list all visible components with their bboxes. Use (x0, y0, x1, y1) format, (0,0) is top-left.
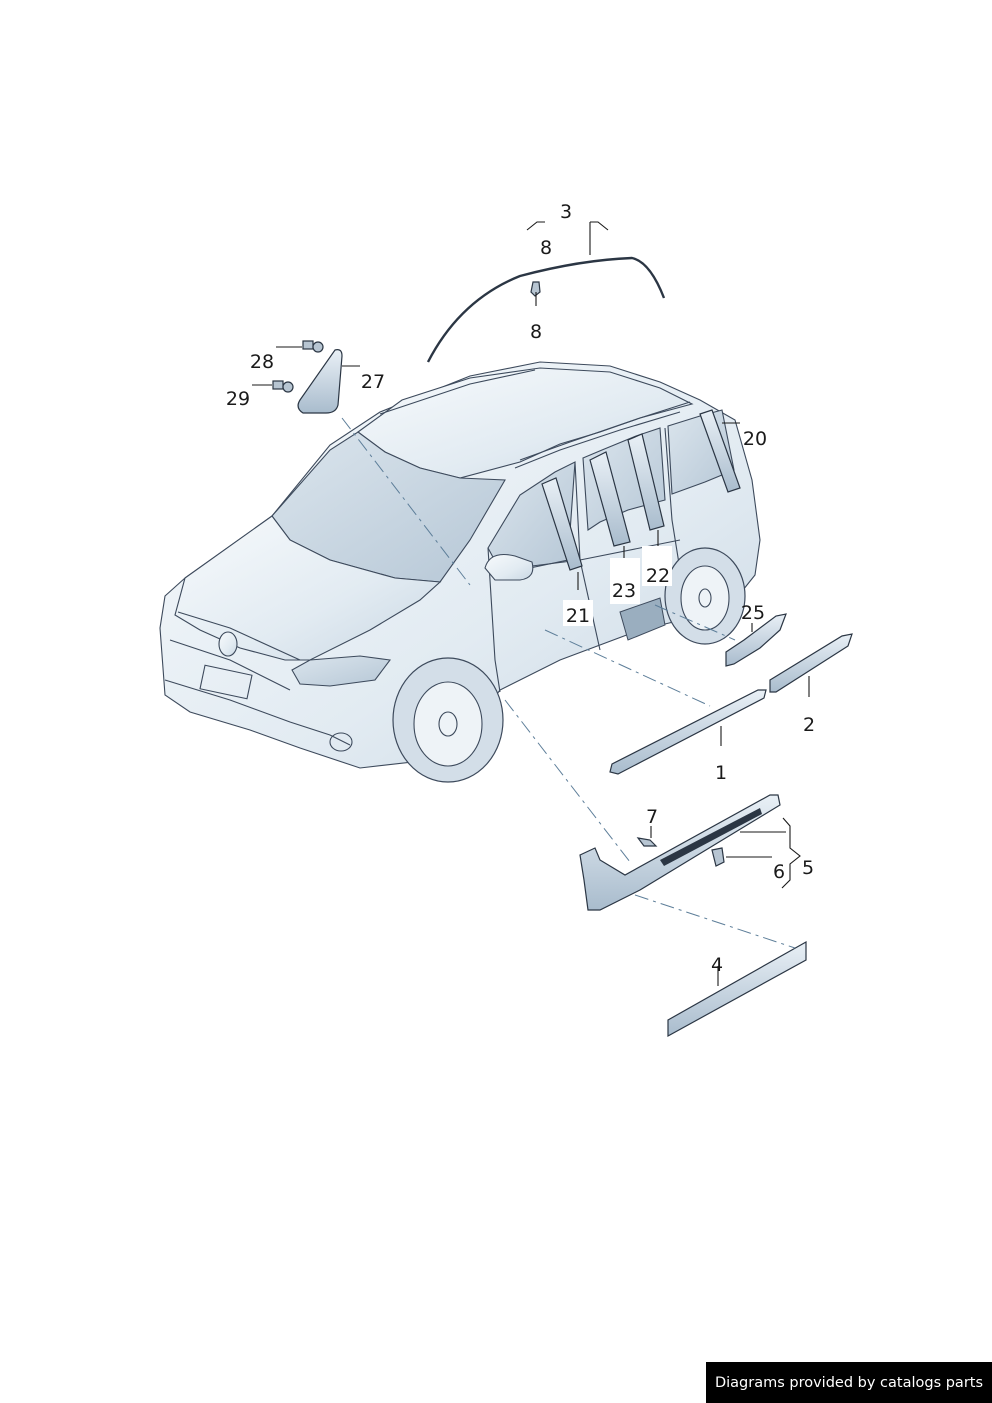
callout-29: 29 (226, 388, 250, 410)
callout-6: 6 (773, 861, 785, 883)
protective-strip-4 (667, 940, 807, 1038)
footer-credit-text: Diagrams provided by catalogs parts (714, 1374, 984, 1391)
roof-clip-part (530, 281, 541, 297)
callout-20: 20 (743, 428, 767, 450)
callout-25: 25 (741, 602, 765, 624)
door-moulding-2 (769, 633, 853, 693)
callout-22: 22 (646, 565, 670, 587)
callout-2: 2 (803, 714, 815, 736)
callout-7: 7 (646, 806, 658, 828)
callout-5: 5 (802, 857, 814, 879)
callout-1: 1 (715, 762, 727, 784)
leader-lines (252, 221, 810, 986)
screw-29 (272, 380, 294, 393)
callout-8-top: 8 (540, 237, 552, 259)
callout-28: 28 (250, 351, 274, 373)
callout-21: 21 (566, 605, 590, 627)
callout-4: 4 (711, 954, 723, 976)
pillar-trim-20 (699, 409, 741, 493)
footer-credit-banner: Diagrams provided by catalogs parts (706, 1362, 992, 1403)
callout-labels: 3 8 8 28 27 29 20 22 23 21 25 2 1 7 5 6 … (226, 201, 815, 976)
sill-light-strip (660, 808, 762, 866)
callout-23: 23 (612, 580, 636, 602)
pillar-trim-23 (589, 451, 631, 547)
assembly-lines (341, 417, 796, 949)
clip-7 (636, 837, 658, 847)
callout-27: 27 (361, 371, 385, 393)
door-moulding-1 (609, 689, 767, 775)
screw-28 (302, 340, 324, 353)
callout-3: 3 (560, 201, 572, 223)
pillar-trim-21 (541, 477, 583, 571)
callout-8-bottom: 8 (530, 321, 542, 343)
roof-trim-strip (426, 256, 666, 363)
pillar-trim-22 (627, 433, 665, 531)
corner-trim-27 (297, 349, 343, 414)
clip-6 (711, 847, 725, 867)
trim-piece-25 (725, 613, 787, 667)
